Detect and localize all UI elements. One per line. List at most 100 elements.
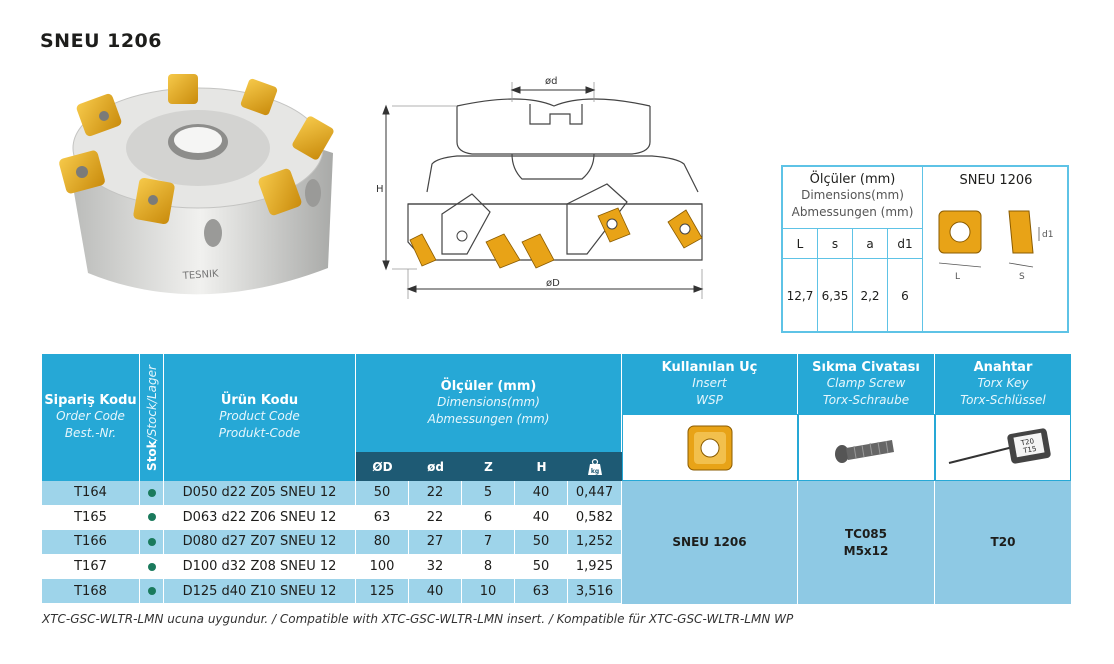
insert-icon (687, 425, 733, 470)
header-clamp-screw: Sıkma Civatası Clamp Screw Torx-Schraube (798, 354, 935, 414)
torx-key-icon: T20 T15 (948, 427, 1051, 464)
header-screw-tr: Sıkma Civatası (812, 359, 920, 375)
cell-stock (140, 481, 164, 505)
header-product-code: Ürün Kodu Product Code Produkt-Code (164, 354, 356, 481)
header-insert: Kullanılan Uç Insert WSP (622, 354, 798, 414)
subheader-weight: kg (568, 452, 622, 481)
product-table: Sipariş Kodu Order Code Best.-Nr. Stok/S… (42, 354, 1071, 604)
key-value-text: T20 (990, 535, 1016, 549)
label-D: øD (546, 278, 560, 289)
diagram-label-S: S (1019, 272, 1025, 282)
insert-value-text: SNEU 1206 (672, 535, 747, 549)
header-product-code-tr: Ürün Kodu (220, 393, 299, 408)
key-value: T20 (935, 481, 1071, 604)
screw-icon (834, 439, 894, 463)
cell-D: 63 (356, 505, 409, 530)
header-key-en: Torx Key (977, 375, 1029, 390)
screw-value-1: TC085 (844, 526, 888, 541)
header-dimensions-de: Abmessungen (mm) (427, 411, 550, 426)
cell-d: 22 (409, 481, 462, 505)
header-insert-de: WSP (696, 392, 723, 407)
cell-H: 50 (515, 554, 568, 579)
cell-Z: 5 (462, 481, 515, 505)
technical-drawing: ød H øD (376, 76, 704, 299)
cell-Z: 10 (462, 579, 515, 603)
header-order-code-tr: Sipariş Kodu (44, 393, 137, 408)
cell-d: 32 (409, 554, 462, 579)
dim-value-s: 6,35 (821, 289, 849, 303)
dimensions-box: Ölçüler (mm) Dimensions(mm) Abmessungen … (781, 165, 1069, 333)
cell-order-code: T166 (42, 530, 140, 554)
subheader-Z: Z (462, 452, 515, 481)
subheader-H: H (515, 452, 568, 481)
subheader-D: ØD (356, 452, 409, 481)
dim-header-d1: d1 (888, 229, 922, 259)
cell-stock (140, 530, 164, 554)
insert-image-cell (622, 414, 798, 481)
header-stock-bold: Stok (144, 439, 159, 471)
cell-product-code: D080 d27 Z07 SNEU 12 (164, 530, 356, 554)
stock-available-dot-icon (147, 488, 156, 497)
header-key-de: Torx-Schlüssel (960, 392, 1046, 407)
page-title: SNEU 1206 (40, 30, 162, 52)
cell-D: 80 (356, 530, 409, 554)
header-order-code-de: Best.-Nr. (64, 426, 117, 440)
header-screw-en: Clamp Screw (826, 375, 906, 390)
weight-icon: kg (588, 458, 602, 475)
footnote: XTC-GSC-WLTR-LMN ucuna uygundur. / Compa… (42, 612, 794, 626)
dimensions-title-en: Dimensions(mm) (801, 188, 904, 202)
header-order-code: Sipariş Kodu Order Code Best.-Nr. (42, 354, 140, 481)
dimensions-title-de: Abmessungen (mm) (791, 205, 914, 219)
header-dimensions: Ölçüler (mm) Dimensions(mm) Abmessungen … (356, 354, 622, 452)
key-label-2: T15 (1022, 444, 1037, 454)
screw-value: TC085 M5x12 (798, 481, 935, 604)
header-order-code-en: Order Code (56, 409, 125, 423)
cell-weight: 1,925 (568, 554, 622, 579)
cutter-product-photo: TESNIK (59, 74, 334, 295)
cell-d: 22 (409, 505, 462, 530)
cell-product-code: D063 d22 Z06 SNEU 12 (164, 505, 356, 530)
header-screw-de: Torx-Schraube (822, 392, 910, 407)
dim-value-d1: 6 (901, 289, 909, 303)
dimensions-box-header: Ölçüler (mm) Dimensions(mm) Abmessungen … (783, 167, 923, 229)
cell-order-code: T164 (42, 481, 140, 505)
cell-order-code: T168 (42, 579, 140, 603)
dim-header-L: L (783, 229, 817, 259)
cell-H: 40 (515, 481, 568, 505)
weight-icon-label: kg (591, 468, 599, 475)
cell-weight: 0,447 (568, 481, 622, 505)
screw-value-2: M5x12 (843, 543, 889, 558)
cell-Z: 6 (462, 505, 515, 530)
cell-weight: 0,582 (568, 505, 622, 530)
cell-product-code: D125 d40 Z10 SNEU 12 (164, 579, 356, 603)
header-stock: Stok/Stock/Lager (140, 354, 164, 481)
cell-order-code: T167 (42, 554, 140, 579)
cell-Z: 7 (462, 530, 515, 554)
stock-available-dot-icon (147, 537, 156, 546)
header-stock-rest: /Stock/Lager (144, 364, 159, 440)
cell-D: 100 (356, 554, 409, 579)
header-dimensions-en: Dimensions(mm) (437, 394, 540, 409)
cell-weight: 3,516 (568, 579, 622, 603)
dim-value-a: 2,2 (860, 289, 880, 303)
header-torx-key: Anahtar Torx Key Torx-Schlüssel (935, 354, 1071, 414)
dimensions-title-tr: Ölçüler (mm) (809, 172, 896, 187)
cell-D: 50 (356, 481, 409, 505)
header-insert-en: Insert (692, 375, 727, 390)
header-insert-tr: Kullanılan Uç (661, 359, 758, 375)
header-product-code-en: Product Code (219, 409, 300, 423)
dim-value-L: 12,7 (786, 289, 814, 303)
cell-product-code: D050 d22 Z05 SNEU 12 (164, 481, 356, 505)
cell-weight: 1,252 (568, 530, 622, 554)
cell-D: 125 (356, 579, 409, 603)
stock-available-dot-icon (147, 562, 156, 571)
cell-order-code: T165 (42, 505, 140, 530)
cell-H: 40 (515, 505, 568, 530)
label-d: ød (545, 76, 557, 87)
cell-stock (140, 579, 164, 603)
stock-available-dot-icon (147, 513, 156, 522)
cell-product-code: D100 d32 Z08 SNEU 12 (164, 554, 356, 579)
cell-stock (140, 554, 164, 579)
insert-title: SNEU 1206 (959, 173, 1033, 188)
stock-available-dot-icon (147, 587, 156, 596)
